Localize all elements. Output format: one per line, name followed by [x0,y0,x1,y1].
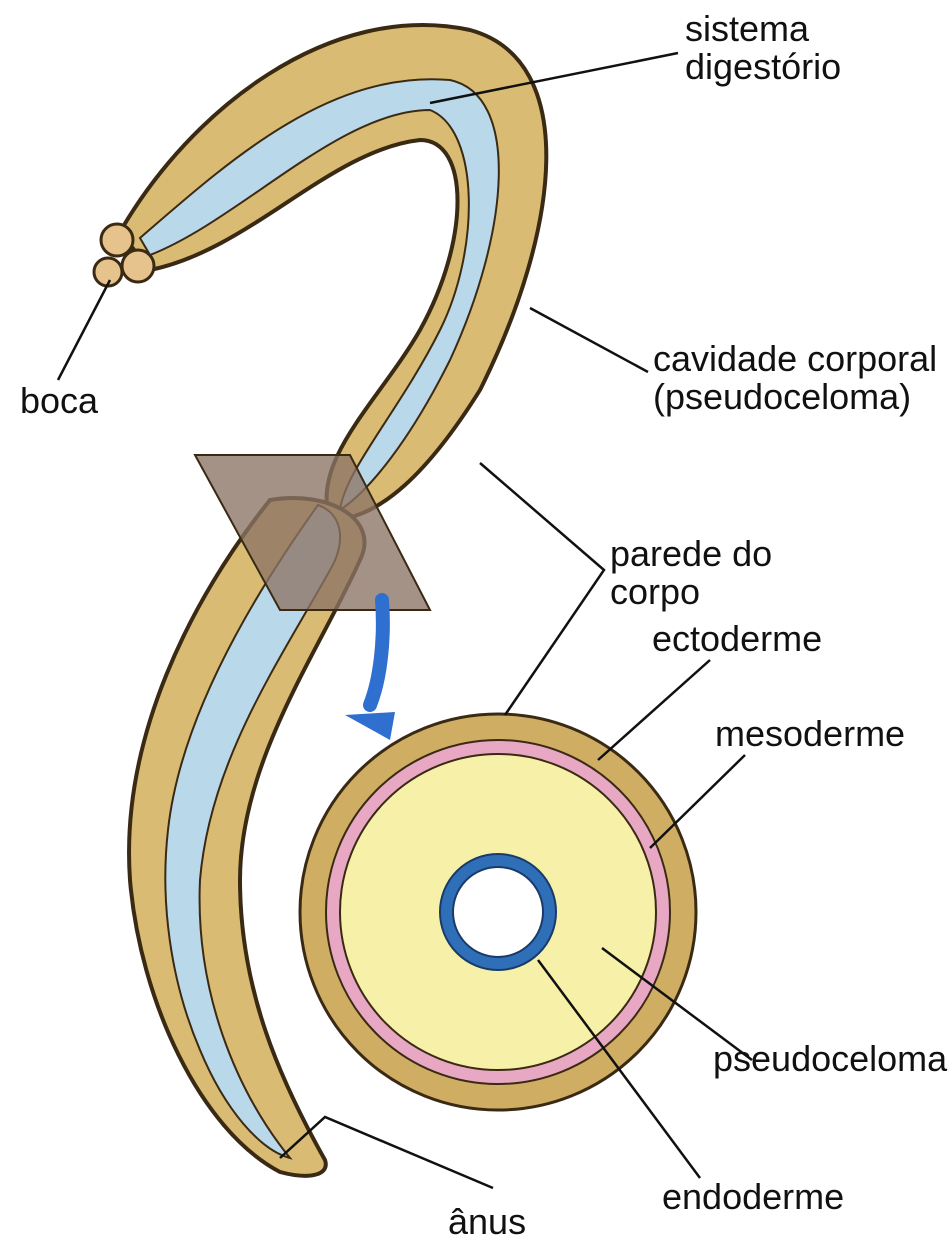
label-anus: ânus [448,1203,526,1241]
leader-mouth [58,280,110,380]
label-body-wall-line1: parede do [610,535,772,573]
leader-body-wall [480,463,604,715]
label-digestive-line1: sistema [685,10,841,48]
leader-mesoderm [650,755,745,848]
label-digestive-system: sistema digestório [685,10,841,86]
label-mesoderm: mesoderme [715,715,905,753]
cross-section [300,714,696,1110]
label-ectoderm: ectoderme [652,620,822,658]
label-pseudocoelom: pseudoceloma [713,1040,947,1078]
label-endoderm: endoderme [662,1178,844,1216]
leader-ectoderm [598,660,710,760]
label-body-wall-line2: corpo [610,573,772,611]
label-body-cavity-line2: (pseudoceloma) [653,378,937,416]
leader-body-cavity [530,308,648,372]
label-digestive-line2: digestório [685,48,841,86]
label-mouth: boca [20,382,98,420]
label-body-wall: parede do corpo [610,535,772,611]
gut-lumen [453,867,543,957]
section-arrow [345,600,395,740]
label-body-cavity: cavidade corporal (pseudoceloma) [653,340,937,416]
label-body-cavity-line1: cavidade corporal [653,340,937,378]
